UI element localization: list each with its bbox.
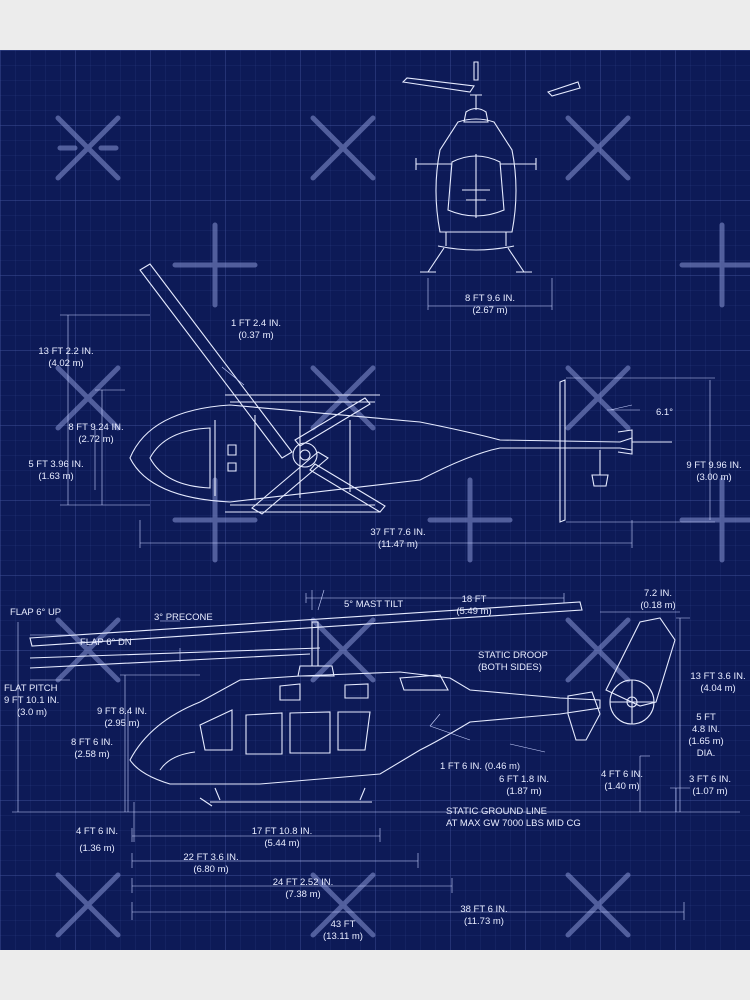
top-view-airframe bbox=[129, 263, 672, 523]
cabin-width-metric: (1.63 m) bbox=[38, 471, 73, 482]
cabin-width-imperial: 5 FT 3.96 IN. bbox=[28, 459, 83, 470]
skid-length-imperial: 17 FT 10.8 IN. bbox=[252, 826, 313, 837]
mast-height-metric: (2.95 m) bbox=[104, 718, 139, 729]
nose-to-skid-metric: (1.36 m) bbox=[79, 843, 114, 854]
side-view: FLAP 6° UP FLAP 6° DN 3° PRECONE 5° MAST… bbox=[4, 588, 746, 942]
precone: 3° PRECONE bbox=[154, 612, 213, 623]
flat-pitch-line1: FLAT PITCH bbox=[4, 683, 58, 694]
rotor-radius-imperial: 18 FT bbox=[462, 594, 487, 605]
skid-length-metric: (5.44 m) bbox=[264, 838, 299, 849]
stabilizer-span-imperial: 9 FT 9.96 IN. bbox=[686, 460, 741, 471]
side-view-dimensions bbox=[12, 589, 740, 920]
skid-width-metric: (2.72 m) bbox=[78, 434, 113, 445]
tr-hub-height-metric: (1.40 m) bbox=[604, 781, 639, 792]
tail-rotor-imperial-2: 4.8 IN. bbox=[692, 724, 720, 735]
blade-chord-metric: (0.37 m) bbox=[238, 330, 273, 341]
tail-height-imperial: 13 FT 3.6 IN. bbox=[690, 671, 745, 682]
rotor-to-tail-imperial: 38 FT 6 IN. bbox=[460, 904, 507, 915]
overall-length-metric: (13.11 m) bbox=[323, 931, 363, 942]
stabilizer-angle: 6.1° bbox=[656, 407, 673, 418]
nose-to-stab-metric: (7.38 m) bbox=[285, 889, 320, 900]
tr-hub-height-imperial: 4 FT 6 IN. bbox=[601, 769, 643, 780]
rotor-to-tail-metric: (11.73 m) bbox=[464, 916, 504, 927]
nose-to-stab-imperial: 24 FT 2.52 IN. bbox=[273, 877, 334, 888]
blade-chord-imperial: 1 FT 2.4 IN. bbox=[231, 318, 281, 329]
tail-rotor-imperial: 5 FT bbox=[696, 712, 716, 723]
flat-pitch-line2: 9 FT 10.1 IN. bbox=[4, 695, 59, 706]
blueprint-sheet: 8 FT 9.6 IN. (2.67 m) bbox=[0, 50, 750, 950]
tail-height-metric: (4.04 m) bbox=[700, 683, 735, 694]
mast-height-imperial: 9 FT 8.4 IN. bbox=[97, 706, 147, 717]
flap-up: FLAP 6° UP bbox=[10, 607, 61, 618]
flat-pitch-line3: (3.0 m) bbox=[17, 707, 47, 718]
side-view-airframe bbox=[29, 601, 676, 807]
front-width-metric: (2.67 m) bbox=[472, 305, 507, 316]
front-view: 8 FT 9.6 IN. (2.67 m) bbox=[401, 61, 581, 316]
skid-height-imperial: 6 FT 1.8 IN. bbox=[499, 774, 549, 785]
stabilizer-span-metric: (3.00 m) bbox=[696, 472, 731, 483]
flap-dn: FLAP 6° DN bbox=[80, 637, 132, 648]
blade-offset-metric: (0.18 m) bbox=[640, 600, 675, 611]
watermark-pattern bbox=[55, 115, 750, 938]
skid-width-imperial: 8 FT 9.24 IN. bbox=[68, 422, 123, 433]
front-width-dimension bbox=[427, 278, 553, 310]
static-droop-line2: (BOTH SIDES) bbox=[478, 662, 542, 673]
cabin-height-metric: (2.58 m) bbox=[74, 749, 109, 760]
nose-to-skid-imperial: 4 FT 6 IN. bbox=[76, 826, 118, 837]
blueprint-drawing: 8 FT 9.6 IN. (2.67 m) bbox=[0, 50, 750, 950]
top-view-dimensions bbox=[60, 314, 715, 548]
front-width-imperial: 8 FT 9.6 IN. bbox=[465, 293, 515, 304]
skid-height-metric: (1.87 m) bbox=[506, 786, 541, 797]
top-view: 1 FT 2.4 IN. (0.37 m) 13 FT 2.2 IN. (4.0… bbox=[28, 263, 742, 550]
static-droop-line1: STATIC DROOP bbox=[478, 650, 548, 661]
ground-line-2: AT MAX GW 7000 LBS MID CG bbox=[446, 818, 581, 829]
cabin-height-imperial: 8 FT 6 IN. bbox=[71, 737, 113, 748]
skid-clearance: 1 FT 6 IN. (0.46 m) bbox=[440, 761, 520, 772]
overall-length-imperial: 43 FT bbox=[331, 919, 356, 930]
fuselage-length-imperial: 37 FT 7.6 IN. bbox=[370, 527, 425, 538]
blade-offset-imperial: 7.2 IN. bbox=[644, 588, 672, 599]
tr-clearance-metric: (1.07 m) bbox=[692, 786, 727, 797]
fuselage-length-metric: (11.47 m) bbox=[378, 539, 418, 550]
rotor-radius-metric: (5.49 m) bbox=[456, 606, 491, 617]
tail-rotor-dia: DIA. bbox=[697, 748, 715, 759]
tail-rotor-metric: (1.65 m) bbox=[688, 736, 723, 747]
front-view-airframe bbox=[401, 61, 581, 273]
mast-tilt: 5° MAST TILT bbox=[344, 599, 403, 610]
nose-to-mast-metric: (6.80 m) bbox=[193, 864, 228, 875]
overall-width-metric: (4.02 m) bbox=[48, 358, 83, 369]
ground-line-1: STATIC GROUND LINE bbox=[446, 806, 547, 817]
overall-width-imperial: 13 FT 2.2 IN. bbox=[38, 346, 93, 357]
tr-clearance-imperial: 3 FT 6 IN. bbox=[689, 774, 731, 785]
nose-to-mast-imperial: 22 FT 3.6 IN. bbox=[183, 852, 238, 863]
